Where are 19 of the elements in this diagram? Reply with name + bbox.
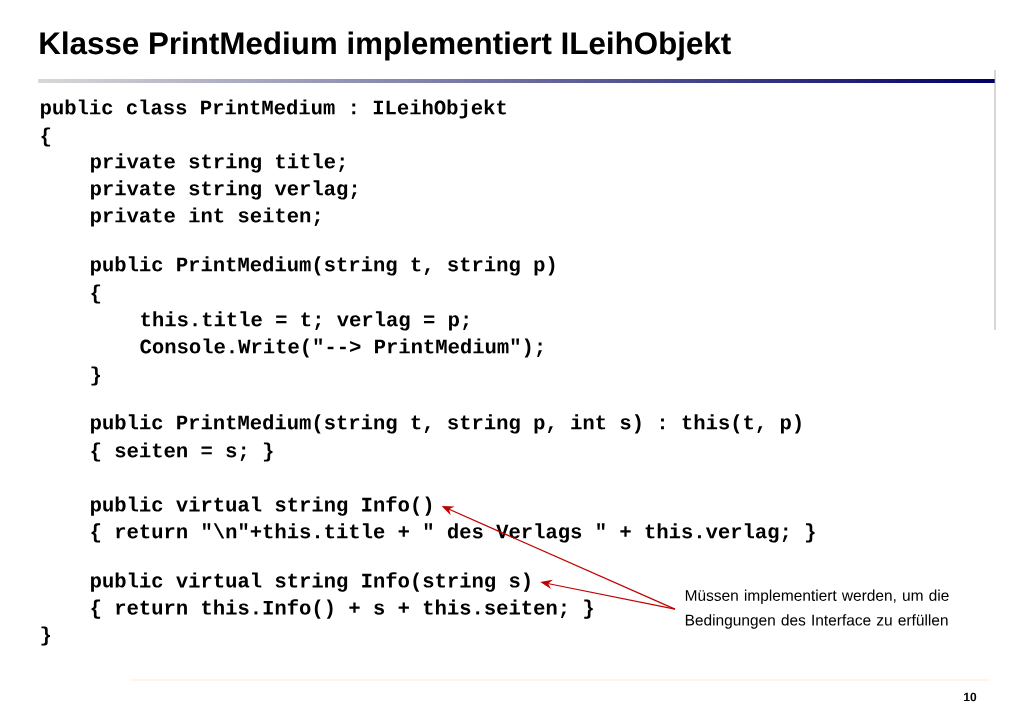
code-line: { seiten = s; } xyxy=(91,442,273,462)
code-line: public virtual string Info() xyxy=(91,496,432,516)
code-line: } xyxy=(91,366,100,386)
code-line: Console.Write("--> PrintMedium"); xyxy=(140,338,542,358)
code-line: { xyxy=(91,284,101,304)
code-line: } xyxy=(41,626,50,646)
code-line: private string verlag; xyxy=(91,180,357,200)
code-line: public virtual string Info(string s) xyxy=(91,572,530,592)
code-line: { xyxy=(41,127,51,147)
code-line: { return this.Info() + s + this.seiten; } xyxy=(91,599,593,619)
annotation-text: Müssen implementiert werden, um die Bedingungen des Interface zu erfüllen xyxy=(685,589,949,629)
slide-title: Klasse PrintMedium implementiert ILeihObjekt xyxy=(40,31,731,61)
code-line: private int seiten; xyxy=(91,207,320,227)
code-line: private string title; xyxy=(91,153,345,173)
code-line: public class PrintMedium : ILeihObjekt xyxy=(41,99,506,119)
code-line: public PrintMedium(string t, string p, int s) : this(t, p) xyxy=(91,414,801,434)
page-number: 10 xyxy=(964,692,977,702)
code-line: this.title = t; verlag = p; xyxy=(141,311,469,331)
code-line: public PrintMedium(string t, string p) xyxy=(91,256,555,276)
